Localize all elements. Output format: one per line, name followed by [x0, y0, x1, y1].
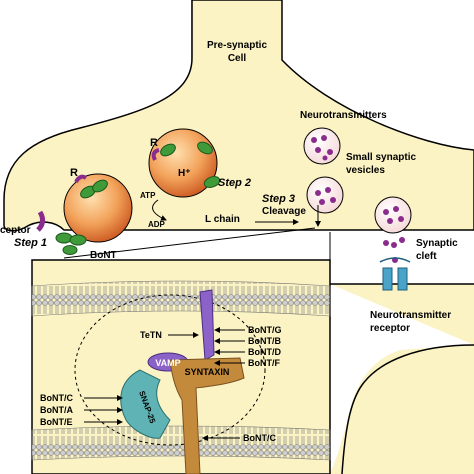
vesicle-left: [63, 173, 133, 243]
nt-receptor-label-2: receptor: [370, 323, 410, 334]
bont-c-left-label: BoNT/C: [40, 393, 73, 403]
arrow-atp: [152, 199, 167, 221]
bont-c-bottom-label: BoNT/C: [243, 433, 276, 443]
toxin-cluster-bont: [36, 210, 87, 255]
bont-a-label: BoNT/A: [40, 405, 73, 415]
bont-e-label: BoNT/E: [40, 417, 73, 427]
inset-membrane-bottom: [31, 425, 331, 461]
atp-label: ATP: [140, 191, 156, 200]
bont-b-label: BoNT/B: [248, 336, 281, 346]
vamp-protein: [199, 289, 215, 361]
receptor-r1-label: R: [70, 167, 78, 179]
toxin-cluster-left: [74, 174, 108, 199]
vamp-label: VAMP: [155, 358, 180, 368]
fusion-circle: [74, 294, 266, 446]
neurotransmitters-label: Neurotransmitters: [300, 110, 387, 121]
small-vesicles-label-1: Small synaptic: [346, 152, 416, 163]
small-vesicles-label-2: vesicles: [346, 165, 385, 176]
step2-label: Step 2: [218, 177, 251, 189]
h-plus-label: H⁺: [178, 168, 191, 179]
cell-label-line1: Pre-synaptic: [207, 40, 267, 51]
cleavage-label: Cleavage: [262, 206, 306, 217]
small-vesicle-middle: [306, 176, 344, 214]
step1-label: Step 1: [14, 237, 47, 249]
step3-label: Step 3: [262, 193, 295, 205]
adp-label: ADP: [148, 220, 166, 229]
zoom-line-left: [63, 227, 316, 259]
receptor-r2-label: R: [150, 137, 158, 149]
neurotransmitter-dots: [311, 135, 405, 263]
bont-g-label: BoNT/G: [248, 325, 282, 335]
snap25-protein: [120, 369, 171, 439]
synaptic-cleft-label-1: Synaptic: [416, 238, 458, 249]
cell-label-line2: Cell: [228, 53, 247, 64]
inset-membrane-top: [31, 280, 331, 317]
postsynaptic-cell: [330, 284, 474, 474]
inset-arrows: [84, 327, 245, 441]
presynaptic-terminal: [3, 0, 474, 232]
bont-d-label: BoNT/D: [248, 347, 281, 357]
toxin-cluster-middle: [151, 141, 221, 188]
syntaxin-protein: [169, 357, 245, 474]
synaptic-cleft-label-2: cleft: [416, 251, 437, 262]
l-chain-label: L chain: [205, 214, 240, 225]
receptor-label: ceptor: [0, 225, 31, 236]
bont-label: BoNT: [90, 250, 117, 261]
neurotransmitter-receptor-icon: [379, 257, 411, 291]
nt-receptor-label-1: Neurotransmitter: [370, 310, 451, 321]
small-vesicle-right: [374, 196, 412, 234]
tetn-label: TeTN: [140, 330, 162, 340]
syntaxin-label: SYNTAXIN: [185, 367, 230, 377]
small-vesicle-top: [303, 127, 341, 165]
bont-f-label: BoNT/F: [248, 358, 280, 368]
